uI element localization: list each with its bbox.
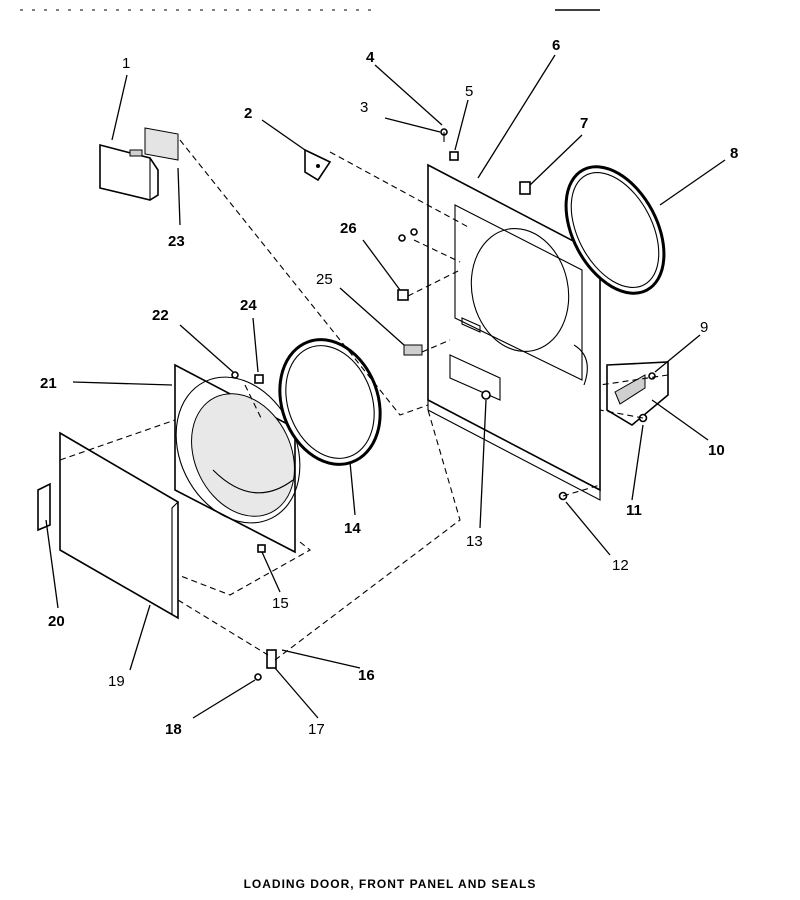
part-8-seal-ring <box>564 165 666 295</box>
callout-16: 16 <box>358 667 375 684</box>
part-26-fastener <box>397 228 418 301</box>
part-1-door-handle <box>99 143 159 201</box>
parts-3-4-5-screws <box>440 128 459 161</box>
callout-6: 6 <box>552 37 560 54</box>
callout-12: 12 <box>612 557 629 574</box>
callout-22: 22 <box>152 307 169 324</box>
callout-8: 8 <box>730 145 738 162</box>
callout-18: 18 <box>165 721 182 738</box>
callout-labels: 1 2 3 4 5 6 7 8 9 10 11 12 13 14 15 16 1… <box>40 37 738 738</box>
parts-9-10-latch-strike <box>606 361 669 426</box>
callout-11: 11 <box>626 502 642 519</box>
part-7-clip <box>519 181 531 195</box>
assembly-dashed-lines <box>59 139 669 661</box>
callout-3: 3 <box>360 99 368 116</box>
callout-21: 21 <box>40 375 57 392</box>
parts-22-24-15-fasteners <box>231 371 266 553</box>
part-6-front-panel <box>427 163 601 501</box>
part-21-inner-door-frame <box>174 363 301 554</box>
part-2-bracket <box>304 148 332 182</box>
callout-7: 7 <box>580 115 588 132</box>
callout-20: 20 <box>48 613 65 630</box>
callout-4: 4 <box>366 49 375 66</box>
callout-19: 19 <box>108 673 125 690</box>
part-20-hinge <box>37 482 51 532</box>
callout-5: 5 <box>465 83 473 100</box>
part-19-outer-door <box>59 431 179 620</box>
callout-14: 14 <box>344 520 361 537</box>
callout-15: 15 <box>272 595 289 612</box>
part-13-fastener <box>481 390 491 400</box>
parts-16-17-18-hinge-bracket <box>254 649 277 681</box>
callout-17: 17 <box>308 721 325 738</box>
callout-10: 10 <box>708 442 725 459</box>
diagram-caption: LOADING DOOR, FRONT PANEL AND SEALS <box>244 877 537 891</box>
callout-leader-lines <box>45 54 726 719</box>
callout-1: 1 <box>122 55 130 72</box>
part-14-door-seal <box>278 338 382 466</box>
callout-23: 23 <box>168 233 185 250</box>
part-25-plate <box>403 344 423 356</box>
callout-24: 24 <box>240 297 257 314</box>
callout-26: 26 <box>340 220 357 237</box>
callout-9: 9 <box>700 319 708 336</box>
part-23-label-plate <box>144 127 179 161</box>
callout-13: 13 <box>466 533 483 550</box>
callout-25: 25 <box>316 271 333 288</box>
callout-2: 2 <box>244 105 252 122</box>
